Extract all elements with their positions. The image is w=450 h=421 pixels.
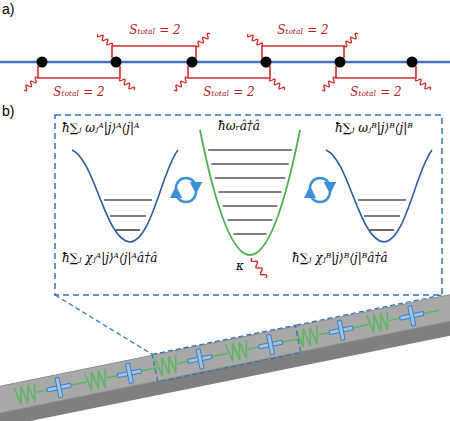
site-dot	[407, 57, 418, 68]
site-dot	[111, 57, 122, 68]
hamiltonian-term: ħ∑ⱼ ωⱼᴬ|j⟩ᴬ⟨j|ᴬ	[62, 122, 140, 135]
spin-label: Sₜₒₜₐₗ = 2	[129, 24, 181, 37]
pair-bracket	[188, 66, 270, 78]
transmon-well	[326, 150, 432, 242]
energy-level	[211, 163, 288, 164]
energy-level	[208, 149, 292, 150]
decay-wiggle	[120, 78, 135, 90]
qubit-cross	[337, 320, 345, 340]
resonator-well	[200, 130, 300, 255]
energy-level	[104, 199, 152, 200]
spin-label: Sₜₒₜₐₗ = 2	[350, 86, 402, 99]
exchange-arrow	[176, 192, 196, 202]
decay-rate: κ	[236, 260, 244, 273]
chain-line	[0, 61, 450, 64]
panel-label: b)	[2, 104, 14, 119]
site-dot	[37, 57, 48, 68]
drawing	[0, 33, 450, 354]
energy-level	[219, 191, 282, 192]
zoom-region	[152, 325, 301, 382]
coupler	[107, 376, 118, 378]
resonator-meander	[296, 326, 320, 348]
decay-wiggle	[174, 77, 188, 91]
coupling-term: ħ∑ⱼ χⱼᴬ|j⟩ᴬ⟨j|ᴬâ†â	[62, 252, 157, 265]
spin-label: Sₜₒₜₐₗ = 2	[53, 86, 105, 99]
energy-level	[234, 233, 267, 234]
decay-wiggle	[416, 78, 431, 90]
coupler	[423, 310, 439, 313]
decay-wiggle	[248, 34, 263, 46]
resonator-meander	[226, 340, 250, 362]
qubit-cross	[126, 363, 134, 383]
resonator-meander	[85, 369, 109, 391]
exchange-arrow	[176, 178, 196, 188]
coupler	[212, 353, 228, 356]
hamiltonian-term: ħωᵣâ†â	[218, 120, 260, 133]
site-dot	[261, 57, 272, 68]
exchange-arrow	[310, 178, 330, 188]
coupler	[319, 333, 330, 335]
energy-level	[110, 215, 146, 216]
energy-level	[223, 205, 278, 206]
resonator-meander	[14, 383, 38, 405]
energy-level	[215, 177, 285, 178]
coupler	[389, 318, 400, 320]
energy-level	[358, 199, 406, 200]
decay-wiggle	[270, 78, 285, 90]
site-dot	[335, 57, 346, 68]
zoom-line	[55, 295, 152, 354]
site-dot	[187, 57, 198, 68]
zoom-line	[295, 295, 442, 325]
pair-bracket	[112, 46, 196, 58]
decay-wiggle	[196, 33, 210, 47]
pair-bracket	[262, 46, 344, 58]
qubit-cross	[55, 377, 63, 397]
qubit-cross	[267, 334, 275, 354]
decay-wiggle	[24, 77, 38, 91]
coupler	[71, 382, 87, 385]
coupler	[248, 347, 259, 349]
hamiltonian-term: ħ∑ⱼ ωⱼᴮ|j⟩ᴮ⟨j|ᴮ	[335, 122, 413, 135]
decay-wiggle	[251, 258, 267, 278]
energy-level	[116, 229, 140, 230]
coupler	[178, 361, 189, 363]
spin-label: Sₜₒₜₐₗ = 2	[203, 86, 255, 99]
qubit-cross	[408, 306, 416, 326]
panel-label: a)	[2, 2, 14, 17]
spin-label: Sₜₒₜₐₗ = 2	[277, 24, 329, 37]
coupler	[36, 390, 47, 392]
coupling-term: ħ∑ⱼ χⱼᴮ|j⟩ᴮ⟨j|ᴮâ†â	[292, 252, 388, 265]
zoom-box	[55, 115, 442, 295]
qubit-cross	[196, 349, 204, 369]
resonator-meander	[155, 355, 179, 377]
bar-top	[0, 294, 450, 417]
transmon-well	[72, 150, 178, 242]
pair-bracket	[38, 66, 120, 78]
resonator-meander	[367, 312, 391, 334]
chip-bar	[0, 293, 450, 421]
coupler	[282, 339, 298, 342]
decay-wiggle	[344, 33, 358, 47]
energy-level	[370, 229, 394, 230]
energy-level	[228, 219, 273, 220]
decay-wiggle	[322, 77, 336, 91]
decay-wiggle	[98, 34, 113, 46]
exchange-arrow	[310, 192, 330, 202]
pair-bracket	[336, 66, 416, 78]
coupler	[353, 325, 369, 328]
energy-level	[364, 215, 400, 216]
